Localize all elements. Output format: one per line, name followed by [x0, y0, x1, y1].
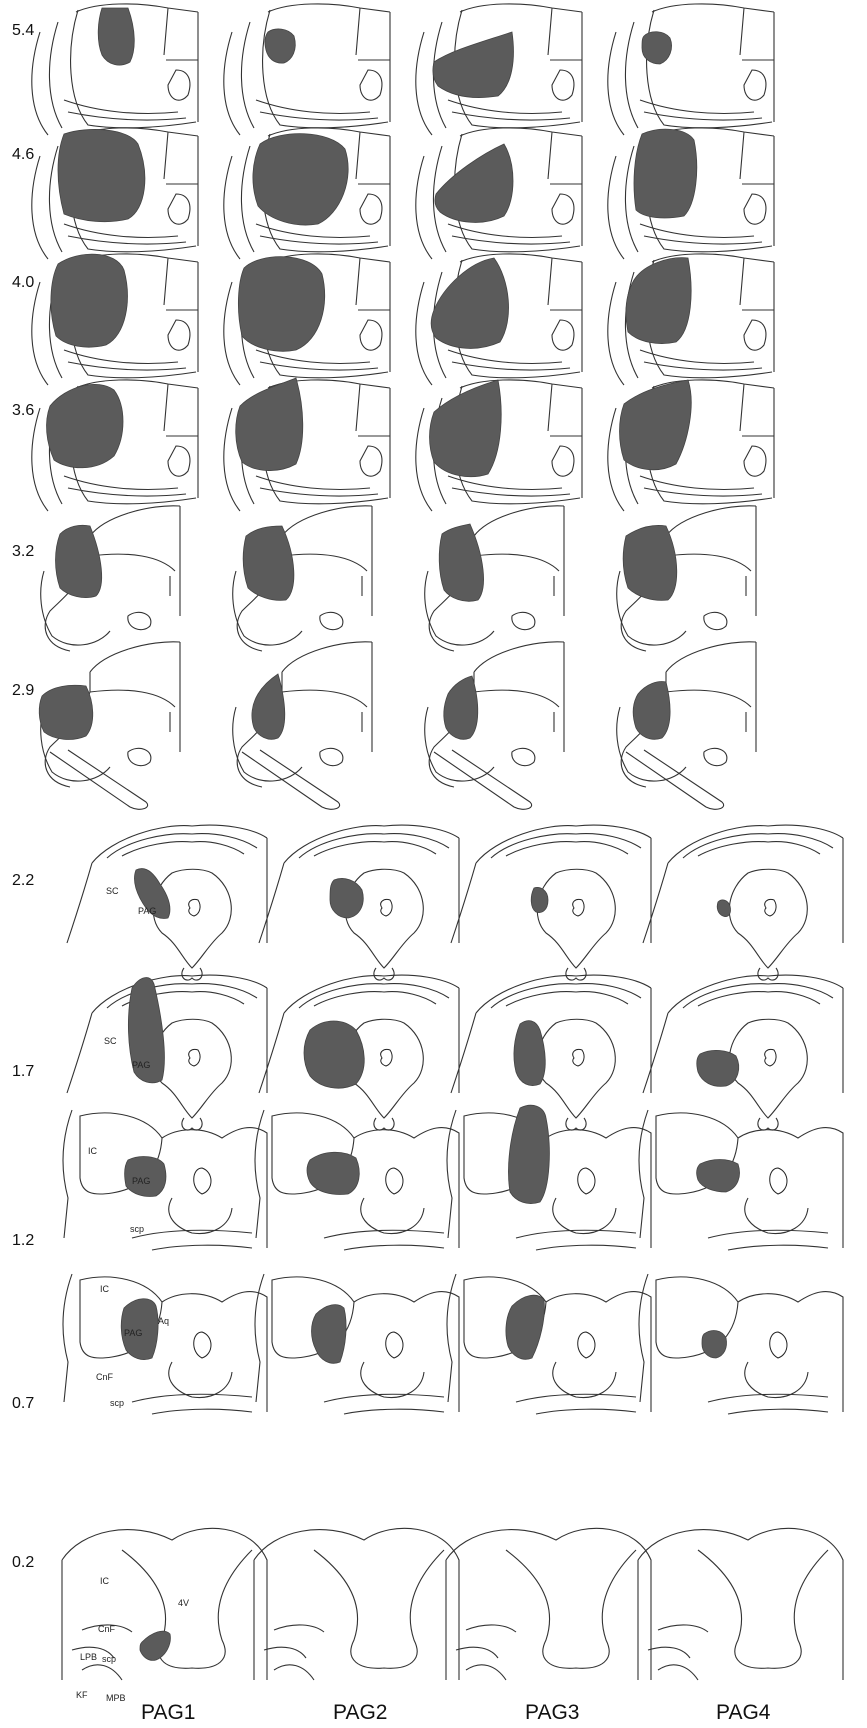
- label-scp-2: scp: [110, 1398, 124, 1408]
- section-2.2-pag3: [451, 825, 651, 980]
- section-3.6-pag1: [32, 380, 198, 511]
- column-label-pag2: PAG2: [333, 1701, 387, 1725]
- section-0.2-pag2: [254, 1528, 459, 1680]
- label-pag-3: PAG: [132, 1176, 150, 1186]
- column-label-pag4: PAG4: [716, 1701, 770, 1725]
- label-mpb: MPB: [106, 1693, 126, 1703]
- section-4.6-pag1: [32, 128, 198, 259]
- section-3.2-pag1: [41, 506, 180, 651]
- label-scp: scp: [130, 1224, 144, 1234]
- label-ic-2: IC: [100, 1284, 110, 1294]
- label-lpb: LPB: [80, 1652, 97, 1662]
- section-4.0-pag3: [416, 254, 582, 385]
- label-cnf-2: CnF: [98, 1624, 116, 1634]
- section-5.4-pag3: [416, 4, 582, 135]
- section-3.6-pag4: [608, 380, 774, 511]
- section-4.6-pag2: [224, 128, 390, 259]
- label-cnf: CnF: [96, 1372, 114, 1382]
- label-scp-3: scp: [102, 1654, 116, 1664]
- section-3.2-pag4: [617, 506, 756, 651]
- section-0.2-pag3: [446, 1528, 651, 1680]
- section-0.7-pag3: [447, 1274, 651, 1414]
- section-0.2-pag4: [638, 1528, 843, 1680]
- section-2.9-pag2: [233, 642, 372, 809]
- section-1.2-pag1: IC PAG scp: [63, 1110, 267, 1250]
- label-kf: KF: [76, 1690, 88, 1700]
- section-4.6-pag3: [416, 128, 582, 259]
- label-sc: SC: [106, 886, 119, 896]
- section-0.7-pag4: [639, 1274, 843, 1414]
- section-1.2-pag4: [639, 1110, 843, 1250]
- section-3.2-pag3: [425, 506, 564, 651]
- section-1.7-pag3: [451, 975, 651, 1130]
- section-4.0-pag4: [608, 254, 774, 385]
- label-sc-2: SC: [104, 1036, 117, 1046]
- section-0.2-pag1: IC 4V CnF LPB scp KF MPB: [62, 1528, 267, 1703]
- label-pag-4: PAG: [124, 1328, 142, 1338]
- section-5.4-pag2: [224, 4, 390, 135]
- label-aq: Aq: [158, 1316, 169, 1326]
- label-pag-2: PAG: [132, 1060, 150, 1070]
- section-2.9-pag4: [617, 642, 756, 809]
- section-1.2-pag3: [447, 1105, 651, 1250]
- section-1.7-pag1: SC PAG: [67, 975, 267, 1130]
- label-pag: PAG: [138, 906, 156, 916]
- section-4.6-pag4: [608, 128, 774, 259]
- section-5.4-pag1: [32, 4, 198, 135]
- section-1.7-pag2: [259, 975, 459, 1130]
- section-2.9-pag1: [39, 642, 180, 809]
- section-3.2-pag2: [233, 506, 372, 651]
- section-2.2-pag2: [259, 825, 459, 980]
- section-0.7-pag1: IC PAG Aq CnF scp: [63, 1274, 267, 1414]
- label-ic: IC: [88, 1146, 98, 1156]
- section-3.6-pag2: [224, 378, 390, 511]
- section-2.2-pag1: SC PAG: [67, 825, 267, 980]
- section-1.2-pag2: [255, 1110, 459, 1250]
- column-label-pag1: PAG1: [141, 1701, 195, 1725]
- label-4v: 4V: [178, 1598, 189, 1608]
- section-1.7-pag4: [643, 975, 843, 1130]
- section-0.7-pag2: [255, 1274, 459, 1414]
- section-2.2-pag4: [643, 825, 843, 980]
- section-5.4-pag4: [608, 4, 774, 135]
- section-3.6-pag3: [416, 380, 582, 511]
- column-label-pag3: PAG3: [525, 1701, 579, 1725]
- label-ic-3: IC: [100, 1576, 110, 1586]
- section-4.0-pag2: [224, 254, 390, 385]
- section-4.0-pag1: [32, 254, 198, 385]
- section-2.9-pag3: [425, 642, 564, 809]
